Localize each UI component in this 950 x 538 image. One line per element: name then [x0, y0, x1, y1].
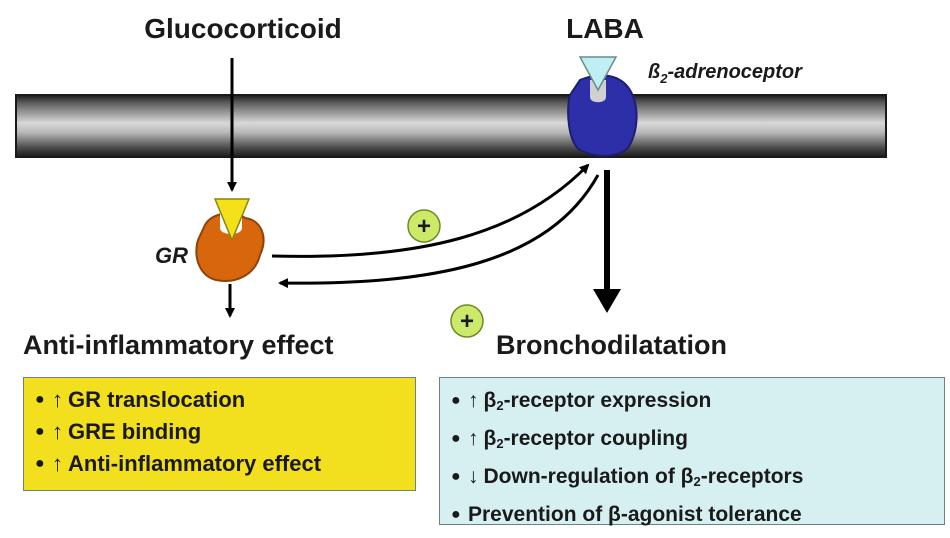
b2-effect-text: β2-receptor expression: [483, 389, 712, 413]
down-arrow-icon: ↓: [468, 465, 479, 488]
b2-effect-item: ● ↓Down-regulation of β2-receptors: [440, 460, 944, 498]
plus-sign-lower: +: [460, 308, 474, 335]
b2-effect-item: ● ↑β2-receptor coupling: [440, 422, 944, 460]
plus-circle-lower: [450, 304, 484, 338]
b2-adrenoceptor-shape: [567, 74, 638, 157]
plus-sign-upper: +: [417, 213, 431, 240]
b2-to-gr-arrow: [278, 174, 600, 289]
b2-effect-item: ● ↑β2-receptor expression: [440, 384, 944, 422]
b2-effects-box: ● ↑β2-receptor expression ● ↑β2-receptor c…: [439, 377, 945, 526]
b2-adrenoceptor-label: ß2-adrenoceptor: [648, 61, 803, 86]
b2-effect-text: β2-receptor coupling: [483, 427, 688, 451]
glucocorticoid-ligand-icon: [213, 198, 251, 242]
bullet-icon: ●: [451, 392, 461, 409]
gr-effect-item: ● ↑GR translocation: [24, 384, 415, 416]
bullet-icon: ●: [35, 423, 45, 440]
gr-effect-text: GRE binding: [68, 419, 202, 444]
plus-circle-upper: [407, 209, 441, 243]
bronchodilatation-heading: Bronchodilatation: [496, 330, 727, 360]
gr-effects-box: ●↑GR translocation ●↑GRE binding ●↑Anti-…: [23, 377, 416, 491]
bullet-icon: ●: [35, 455, 45, 472]
b2-effect-text: Down-regulation of β2-receptors: [483, 465, 804, 489]
up-arrow-icon: ↑: [468, 389, 479, 412]
up-arrow-icon: ↑: [52, 419, 63, 444]
gr-effect-text: GR translocation: [68, 387, 246, 412]
bronchodilatation-arrowhead: [593, 289, 621, 313]
gr-effects-list: ●↑GR translocation ●↑GRE binding ●↑Anti-…: [24, 384, 415, 480]
b2-effect-text: Prevention of β-agonist tolerance: [468, 503, 802, 526]
bullet-icon: ●: [451, 430, 461, 447]
up-arrow-icon: ↑: [468, 427, 479, 450]
b2-effect-item: ● Prevention of β-agonist tolerance: [440, 498, 944, 531]
bullet-icon: ●: [451, 468, 461, 485]
b2-effects-list: ● ↑β2-receptor expression ● ↑β2-receptor c…: [440, 384, 944, 531]
up-arrow-icon: ↑: [52, 451, 63, 476]
gr-label: GR: [155, 243, 188, 268]
bullet-icon: ●: [35, 391, 45, 408]
gr-effect-item: ● ↑Anti-inflammatory effect: [24, 448, 415, 480]
glucocorticoid-label: Glucocorticoid: [144, 13, 342, 44]
cell-membrane: [15, 94, 887, 158]
bullet-icon: ●: [451, 506, 461, 523]
gr-effect-text: Anti-inflammatory effect: [68, 451, 322, 476]
gr-to-b2-arrow: [271, 163, 590, 258]
anti-inflammatory-heading: Anti-inflammatory effect: [23, 330, 334, 360]
laba-ligand-icon: [578, 56, 618, 92]
gr-effect-item: ● ↑GRE binding: [24, 416, 415, 448]
laba-label: LABA: [566, 13, 644, 44]
up-arrow-icon: ↑: [52, 387, 63, 412]
